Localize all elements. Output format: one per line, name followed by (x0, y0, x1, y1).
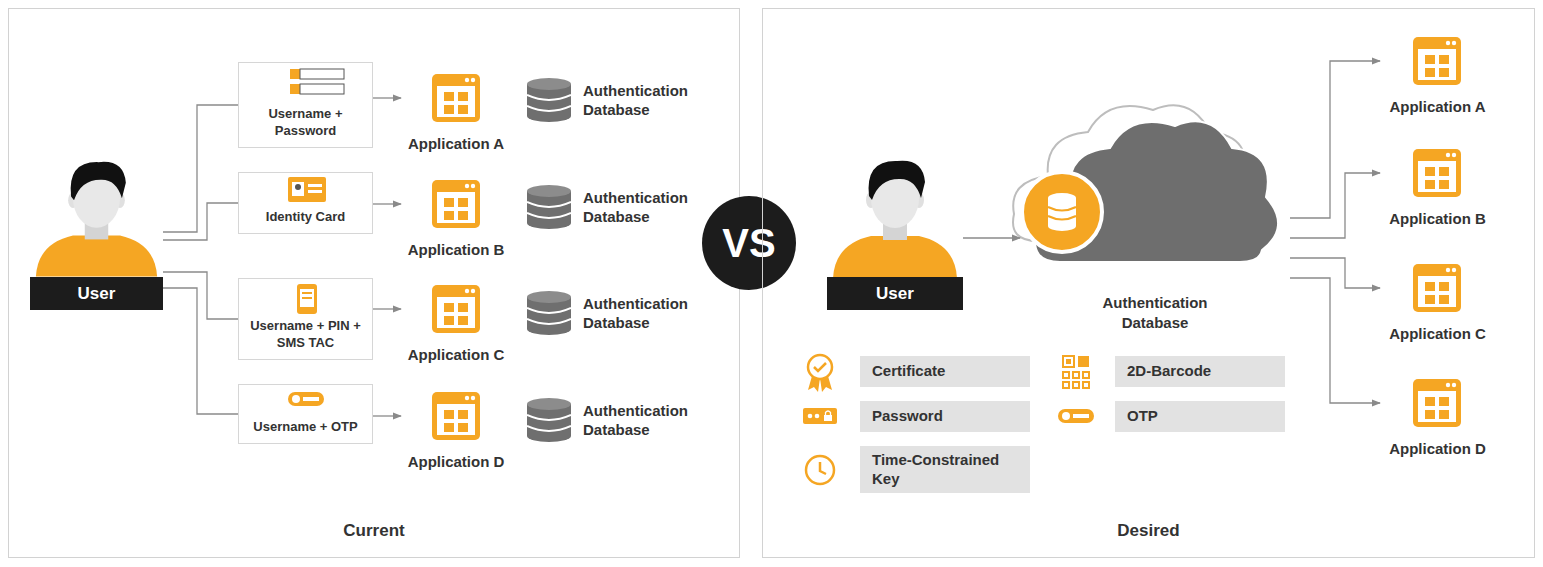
application-box: Application C (1380, 262, 1495, 342)
node-label: Application C (408, 346, 505, 363)
node-label: Time-Constrained Key (872, 451, 1020, 489)
app-icon (432, 285, 480, 333)
otp-token-icon (1058, 409, 1094, 423)
node-label: Authentication Database (583, 401, 715, 440)
application-box: Application A (401, 72, 511, 152)
connector-line (373, 415, 401, 416)
node-label: Username + OTP (253, 419, 357, 436)
application-box: Application C (401, 283, 511, 363)
connector-line (373, 97, 401, 98)
node-label: Application C (1389, 325, 1486, 342)
database-icon (527, 185, 571, 229)
database-icon (527, 398, 571, 442)
node-label: Authentication Database (583, 188, 715, 227)
cloud-figure (1013, 105, 1278, 262)
node-label: Application A (408, 135, 504, 152)
phone-icon (297, 284, 317, 314)
node-label: Authentication Database (1075, 293, 1235, 332)
connector-line (1290, 173, 1380, 238)
node-label: Username + PIN + SMS TAC (249, 318, 362, 352)
password-icon (803, 408, 837, 424)
app-icon (432, 74, 480, 122)
node-label: User (30, 277, 163, 310)
node-label: Application D (1389, 440, 1486, 457)
app-icon (1413, 37, 1461, 85)
panel-frame: User Authentication Database Application A… (762, 8, 1535, 558)
database-box: Authentication Database (525, 182, 720, 232)
node-label: Application B (1389, 210, 1486, 227)
auth-method-box: Username + Password (238, 62, 373, 148)
node-label: Authentication Database (583, 294, 715, 333)
connector-line (1290, 61, 1380, 218)
auth-method-bar: Certificate (860, 356, 1030, 387)
form-icon (290, 69, 344, 94)
certificate-icon (808, 355, 832, 392)
node-label: Application B (408, 241, 505, 258)
app-icon (432, 392, 480, 440)
node-label: Application A (1389, 98, 1485, 115)
node-label: Identity Card (266, 209, 345, 226)
database-icon (527, 291, 571, 335)
panel-frame: User Username + PasswordApplication A Auth… (8, 8, 740, 558)
id-card-icon (288, 177, 326, 202)
node-label: 2D-Barcode (1127, 362, 1211, 381)
user-figure (833, 161, 957, 278)
node-label: Authentication Database (583, 81, 715, 120)
node-label: Username + Password (249, 106, 362, 140)
connector-line (163, 288, 238, 414)
database-icon (527, 78, 571, 122)
auth-method-box: Identity Card (238, 172, 373, 234)
database-box: Authentication Database (525, 75, 720, 125)
barcode-icon (1063, 356, 1089, 388)
connector-line (373, 308, 401, 309)
database-box: Authentication Database (525, 288, 720, 338)
node-label: VS (722, 221, 775, 266)
app-icon (1413, 149, 1461, 197)
app-icon (1413, 264, 1461, 312)
vs-circle: VS (702, 196, 796, 290)
connector-line (373, 203, 401, 204)
auth-method-box: Username + OTP (238, 384, 373, 444)
connector-line (963, 237, 1020, 238)
node-label: Password (872, 407, 943, 426)
node-label: User (827, 277, 963, 310)
auth-method-bar: 2D-Barcode (1115, 356, 1285, 387)
node-label: Desired (1117, 521, 1179, 541)
application-box: Application B (1380, 147, 1495, 227)
clock-icon (806, 456, 834, 484)
application-box: Application B (401, 178, 511, 258)
app-icon (432, 180, 480, 228)
connector-line (1290, 278, 1380, 403)
cloud-database: Authentication Database (1020, 100, 1290, 332)
auth-method-box: Username + PIN + SMS TAC (238, 278, 373, 360)
node-label: Current (343, 521, 404, 541)
application-box: Application A (1380, 35, 1495, 115)
node-label: Certificate (872, 362, 945, 381)
connector-line (163, 203, 238, 240)
auth-method-bar: Password (860, 401, 1030, 432)
otp-token-icon (288, 392, 324, 406)
user-box: User (30, 150, 163, 310)
node-label: OTP (1127, 407, 1158, 426)
connector-line (1290, 258, 1380, 288)
user-figure (36, 162, 157, 277)
user-box: User (827, 150, 963, 310)
application-box: Application D (1380, 377, 1495, 457)
application-box: Application D (401, 390, 511, 470)
database-box: Authentication Database (525, 395, 720, 445)
app-icon (1413, 379, 1461, 427)
auth-method-bar: OTP (1115, 401, 1285, 432)
node-label: Application D (408, 453, 505, 470)
connector-line (163, 105, 238, 232)
connector-line (163, 272, 238, 319)
auth-method-bar: Time-Constrained Key (860, 446, 1030, 493)
